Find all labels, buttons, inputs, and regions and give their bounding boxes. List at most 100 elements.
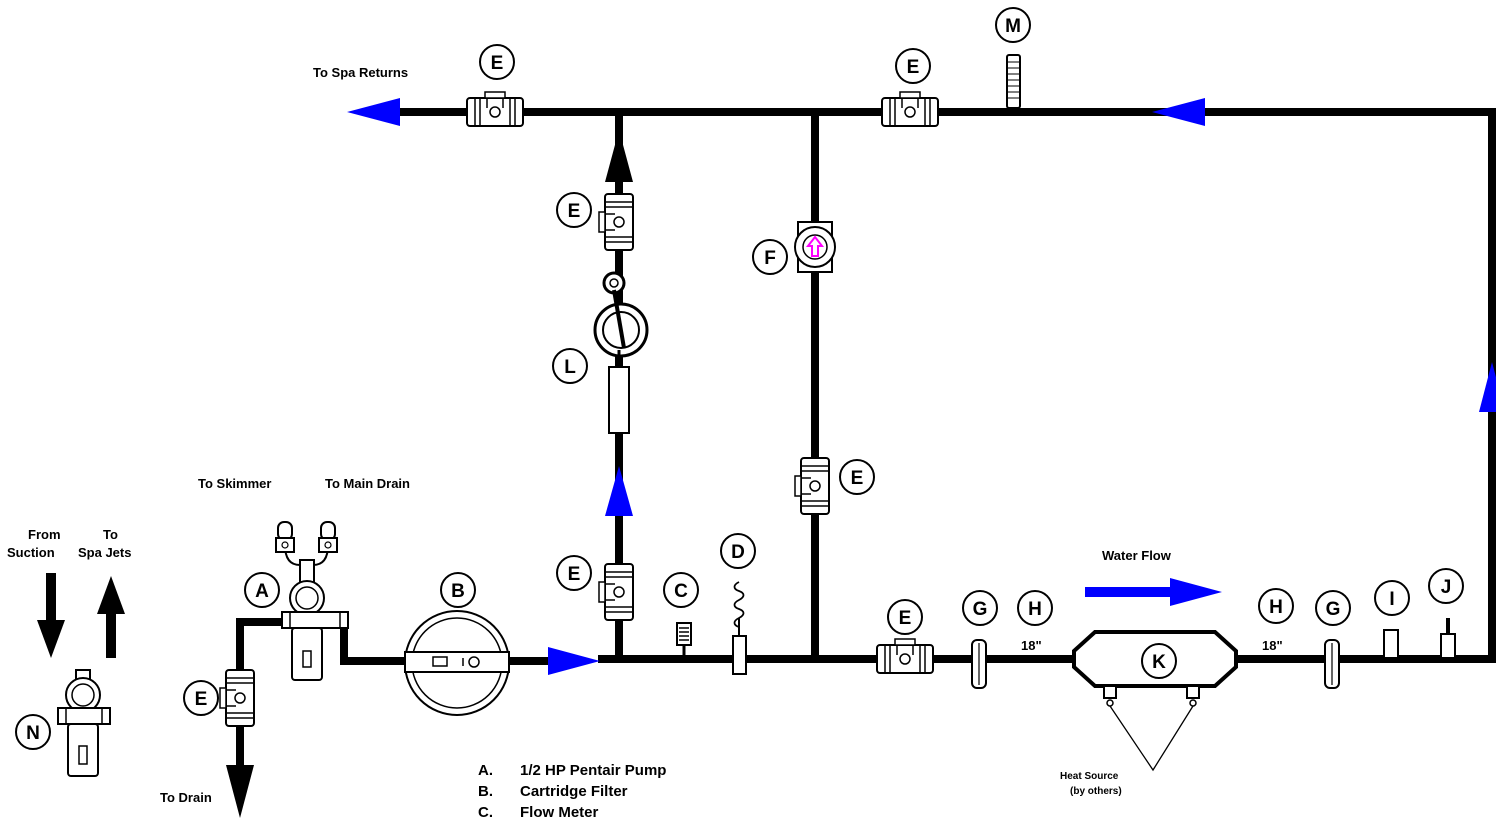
callout-e1-circle: [479, 44, 515, 80]
callout-e1: E: [491, 53, 504, 74]
callout-l: L: [564, 357, 576, 378]
callout-b: B: [451, 581, 465, 602]
callout-h1: H: [1028, 599, 1042, 620]
callout-a: A: [255, 581, 269, 602]
callout-k: K: [1152, 652, 1166, 673]
label-heat-source: Heat Source: [1060, 771, 1119, 782]
legend-text-a: 1/2 HP Pentair Pump: [520, 762, 666, 779]
callout-g2: G: [1326, 599, 1341, 620]
callout-g1: G: [973, 599, 988, 620]
callout-e2: E: [907, 57, 920, 78]
flow-meter[interactable]: [676, 622, 692, 659]
drain-arrow: [226, 765, 254, 818]
flow-arrow-filter-out: [548, 647, 600, 675]
label-spa-jets: Spa Jets: [78, 545, 131, 560]
ball-valve-top-right[interactable]: [881, 91, 939, 127]
fitting-i[interactable]: [1383, 629, 1399, 659]
label-to: To: [103, 527, 118, 542]
callout-c: C: [674, 581, 688, 602]
union-left[interactable]: [971, 639, 987, 689]
ball-valve-bottom[interactable]: [876, 638, 934, 674]
cartridge-filter[interactable]: [404, 610, 510, 716]
union-right[interactable]: [1324, 639, 1340, 689]
legend: A. 1/2 HP Pentair Pump B. Cartridge Filt…: [478, 762, 666, 820]
check-valve-arrow-icon: [805, 235, 825, 257]
flow-arrow-right-riser: [1479, 362, 1496, 412]
ball-valve-riser-lower[interactable]: [598, 563, 634, 621]
callout-h2-circle: [1258, 588, 1294, 624]
callout-j-circle: [1428, 568, 1464, 604]
pump[interactable]: [275, 521, 349, 681]
temperature-sensor[interactable]: [732, 581, 747, 675]
legend-text-c: Flow Meter: [520, 804, 599, 820]
check-valve[interactable]: [794, 221, 836, 273]
flow-arrow-spa-returns: [347, 98, 400, 126]
ball-valve-riser-upper[interactable]: [598, 193, 634, 251]
callout-e3-circle: [556, 192, 592, 228]
callout-j: J: [1441, 577, 1452, 598]
callout-k-circle: [1141, 643, 1177, 679]
air-relief[interactable]: [1006, 54, 1021, 109]
callout-d: D: [731, 542, 745, 563]
pump-icon-n: [57, 669, 111, 777]
label-dim-left: 18": [1021, 638, 1042, 653]
callout-n: N: [26, 723, 40, 744]
callout-f: F: [764, 248, 776, 269]
label-to-main-drain: To Main Drain: [325, 476, 410, 491]
spa-jets-arrow: [97, 576, 125, 658]
flow-arrow-left-riser: [605, 466, 633, 516]
callout-h1-circle: [1017, 590, 1053, 626]
callout-g1-circle: [962, 590, 998, 626]
callouts: [15, 7, 1464, 750]
water-flow-arrow: [1085, 578, 1222, 606]
callout-e6: E: [899, 608, 912, 629]
callout-e4-circle: [556, 555, 592, 591]
callout-e3: E: [568, 201, 581, 222]
callout-i-circle: [1374, 580, 1410, 616]
callout-b-circle: [440, 572, 476, 608]
label-water-flow: Water Flow: [1102, 548, 1172, 563]
callout-h2: H: [1269, 597, 1283, 618]
flow-arrow-up-black: [605, 130, 633, 182]
callout-a-circle: [244, 572, 280, 608]
callout-e7: E: [195, 689, 208, 710]
callout-d-circle: [720, 533, 756, 569]
callout-letters: A B C D E E E E E E E F G G H H I J K L …: [26, 16, 1451, 744]
label-to-skimmer: To Skimmer: [198, 476, 271, 491]
chlorinator[interactable]: [593, 271, 649, 434]
ball-valve-top-left[interactable]: [466, 91, 524, 127]
flow-arrows: [37, 98, 1496, 818]
legend-key-b: B.: [478, 783, 493, 800]
suction-arrow: [37, 573, 65, 658]
callout-e4: E: [568, 564, 581, 585]
callout-m: M: [1005, 16, 1021, 37]
ball-valve-center[interactable]: [794, 457, 830, 515]
label-dim-right: 18": [1262, 638, 1283, 653]
label-suction: Suction: [7, 545, 55, 560]
legend-text-b: Cartridge Filter: [520, 783, 628, 800]
callout-n-circle: [15, 714, 51, 750]
callout-c-circle: [663, 572, 699, 608]
callout-m-circle: [995, 7, 1031, 43]
label-by-others: (by others): [1070, 786, 1122, 797]
callout-e6-circle: [887, 599, 923, 635]
callout-e2-circle: [895, 48, 931, 84]
callout-g2-circle: [1315, 590, 1351, 626]
ball-valve-drain[interactable]: [219, 669, 255, 727]
flow-arrow-top-right: [1152, 98, 1205, 126]
callout-f-circle: [752, 239, 788, 275]
pump-discharge-pipe: [340, 622, 420, 665]
callout-e5-circle: [839, 459, 875, 495]
callout-e5: E: [851, 468, 864, 489]
callout-e7-circle: [183, 680, 219, 716]
callout-i: I: [1389, 589, 1394, 610]
legend-key-a: A.: [478, 762, 493, 779]
legend-key-c: C.: [478, 804, 493, 820]
fitting-j[interactable]: [1440, 618, 1456, 659]
callout-l-circle: [552, 348, 588, 384]
label-from: From: [28, 527, 61, 542]
label-to-drain: To Drain: [160, 790, 212, 805]
label-to-spa-returns: To Spa Returns: [313, 65, 408, 80]
